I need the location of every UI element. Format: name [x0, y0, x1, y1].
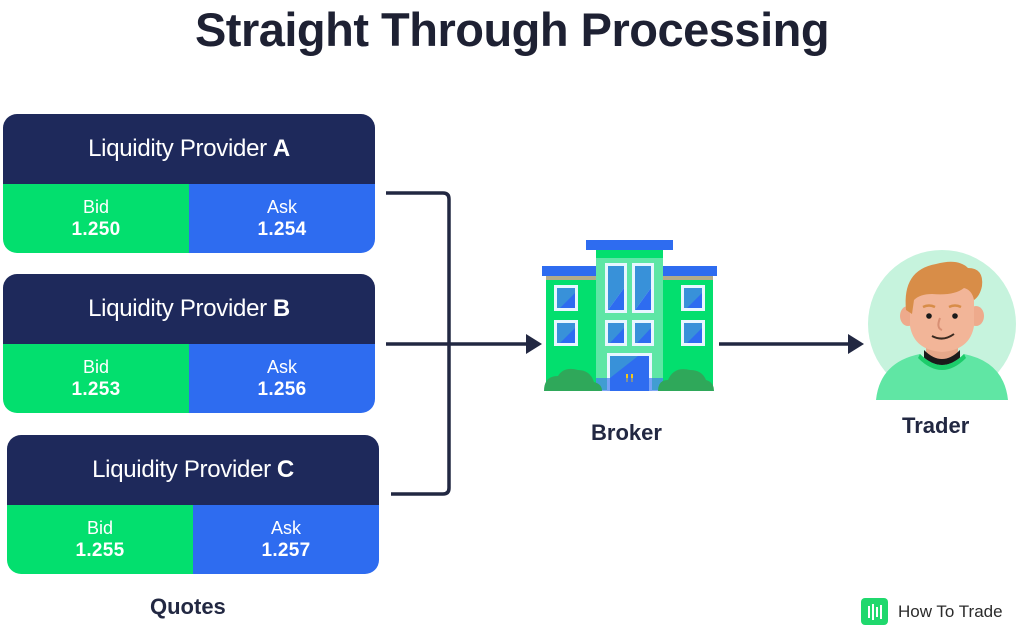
broker-label: Broker	[591, 420, 662, 445]
provider-name: Liquidity Provider	[92, 456, 271, 483]
bid-label: Bid	[82, 196, 109, 217]
bid-value: 1.250	[71, 218, 121, 240]
provider-letter: B	[272, 295, 290, 322]
ask-value: 1.257	[261, 539, 311, 561]
bid-cell: Bid 1.255	[7, 505, 193, 574]
arrow-head-broker	[526, 334, 542, 354]
ask-cell: Ask 1.254	[189, 184, 375, 253]
bar-chart-logo-icon	[861, 598, 888, 625]
ask-value: 1.256	[257, 378, 307, 400]
ask-cell: Ask 1.257	[193, 505, 379, 574]
bid-value: 1.255	[75, 539, 125, 561]
building-icon	[542, 240, 717, 391]
ask-cell: Ask 1.256	[189, 344, 375, 413]
brand-name: How To Trade	[898, 601, 1003, 621]
bid-label: Bid	[86, 517, 113, 538]
bid-cell: Bid 1.250	[3, 184, 189, 253]
ask-label: Ask	[266, 356, 297, 377]
provider-letter: C	[276, 456, 294, 483]
quotes-label: Quotes	[150, 594, 226, 619]
provider-name: Liquidity Provider	[88, 295, 267, 322]
trader-label: Trader	[902, 413, 970, 438]
brand: How To Trade	[861, 598, 1003, 625]
page-title: Straight Through Processing	[194, 3, 830, 56]
bid-cell: Bid 1.253	[3, 344, 189, 413]
person-avatar-icon	[868, 250, 1016, 400]
provider-letter: A	[272, 135, 290, 162]
arrow-head-trader	[848, 334, 864, 354]
ask-label: Ask	[266, 196, 297, 217]
ask-label: Ask	[270, 517, 301, 538]
provider-name: Liquidity Provider	[88, 135, 267, 162]
ask-value: 1.254	[257, 218, 307, 240]
bid-value: 1.253	[71, 378, 121, 400]
bid-label: Bid	[82, 356, 109, 377]
